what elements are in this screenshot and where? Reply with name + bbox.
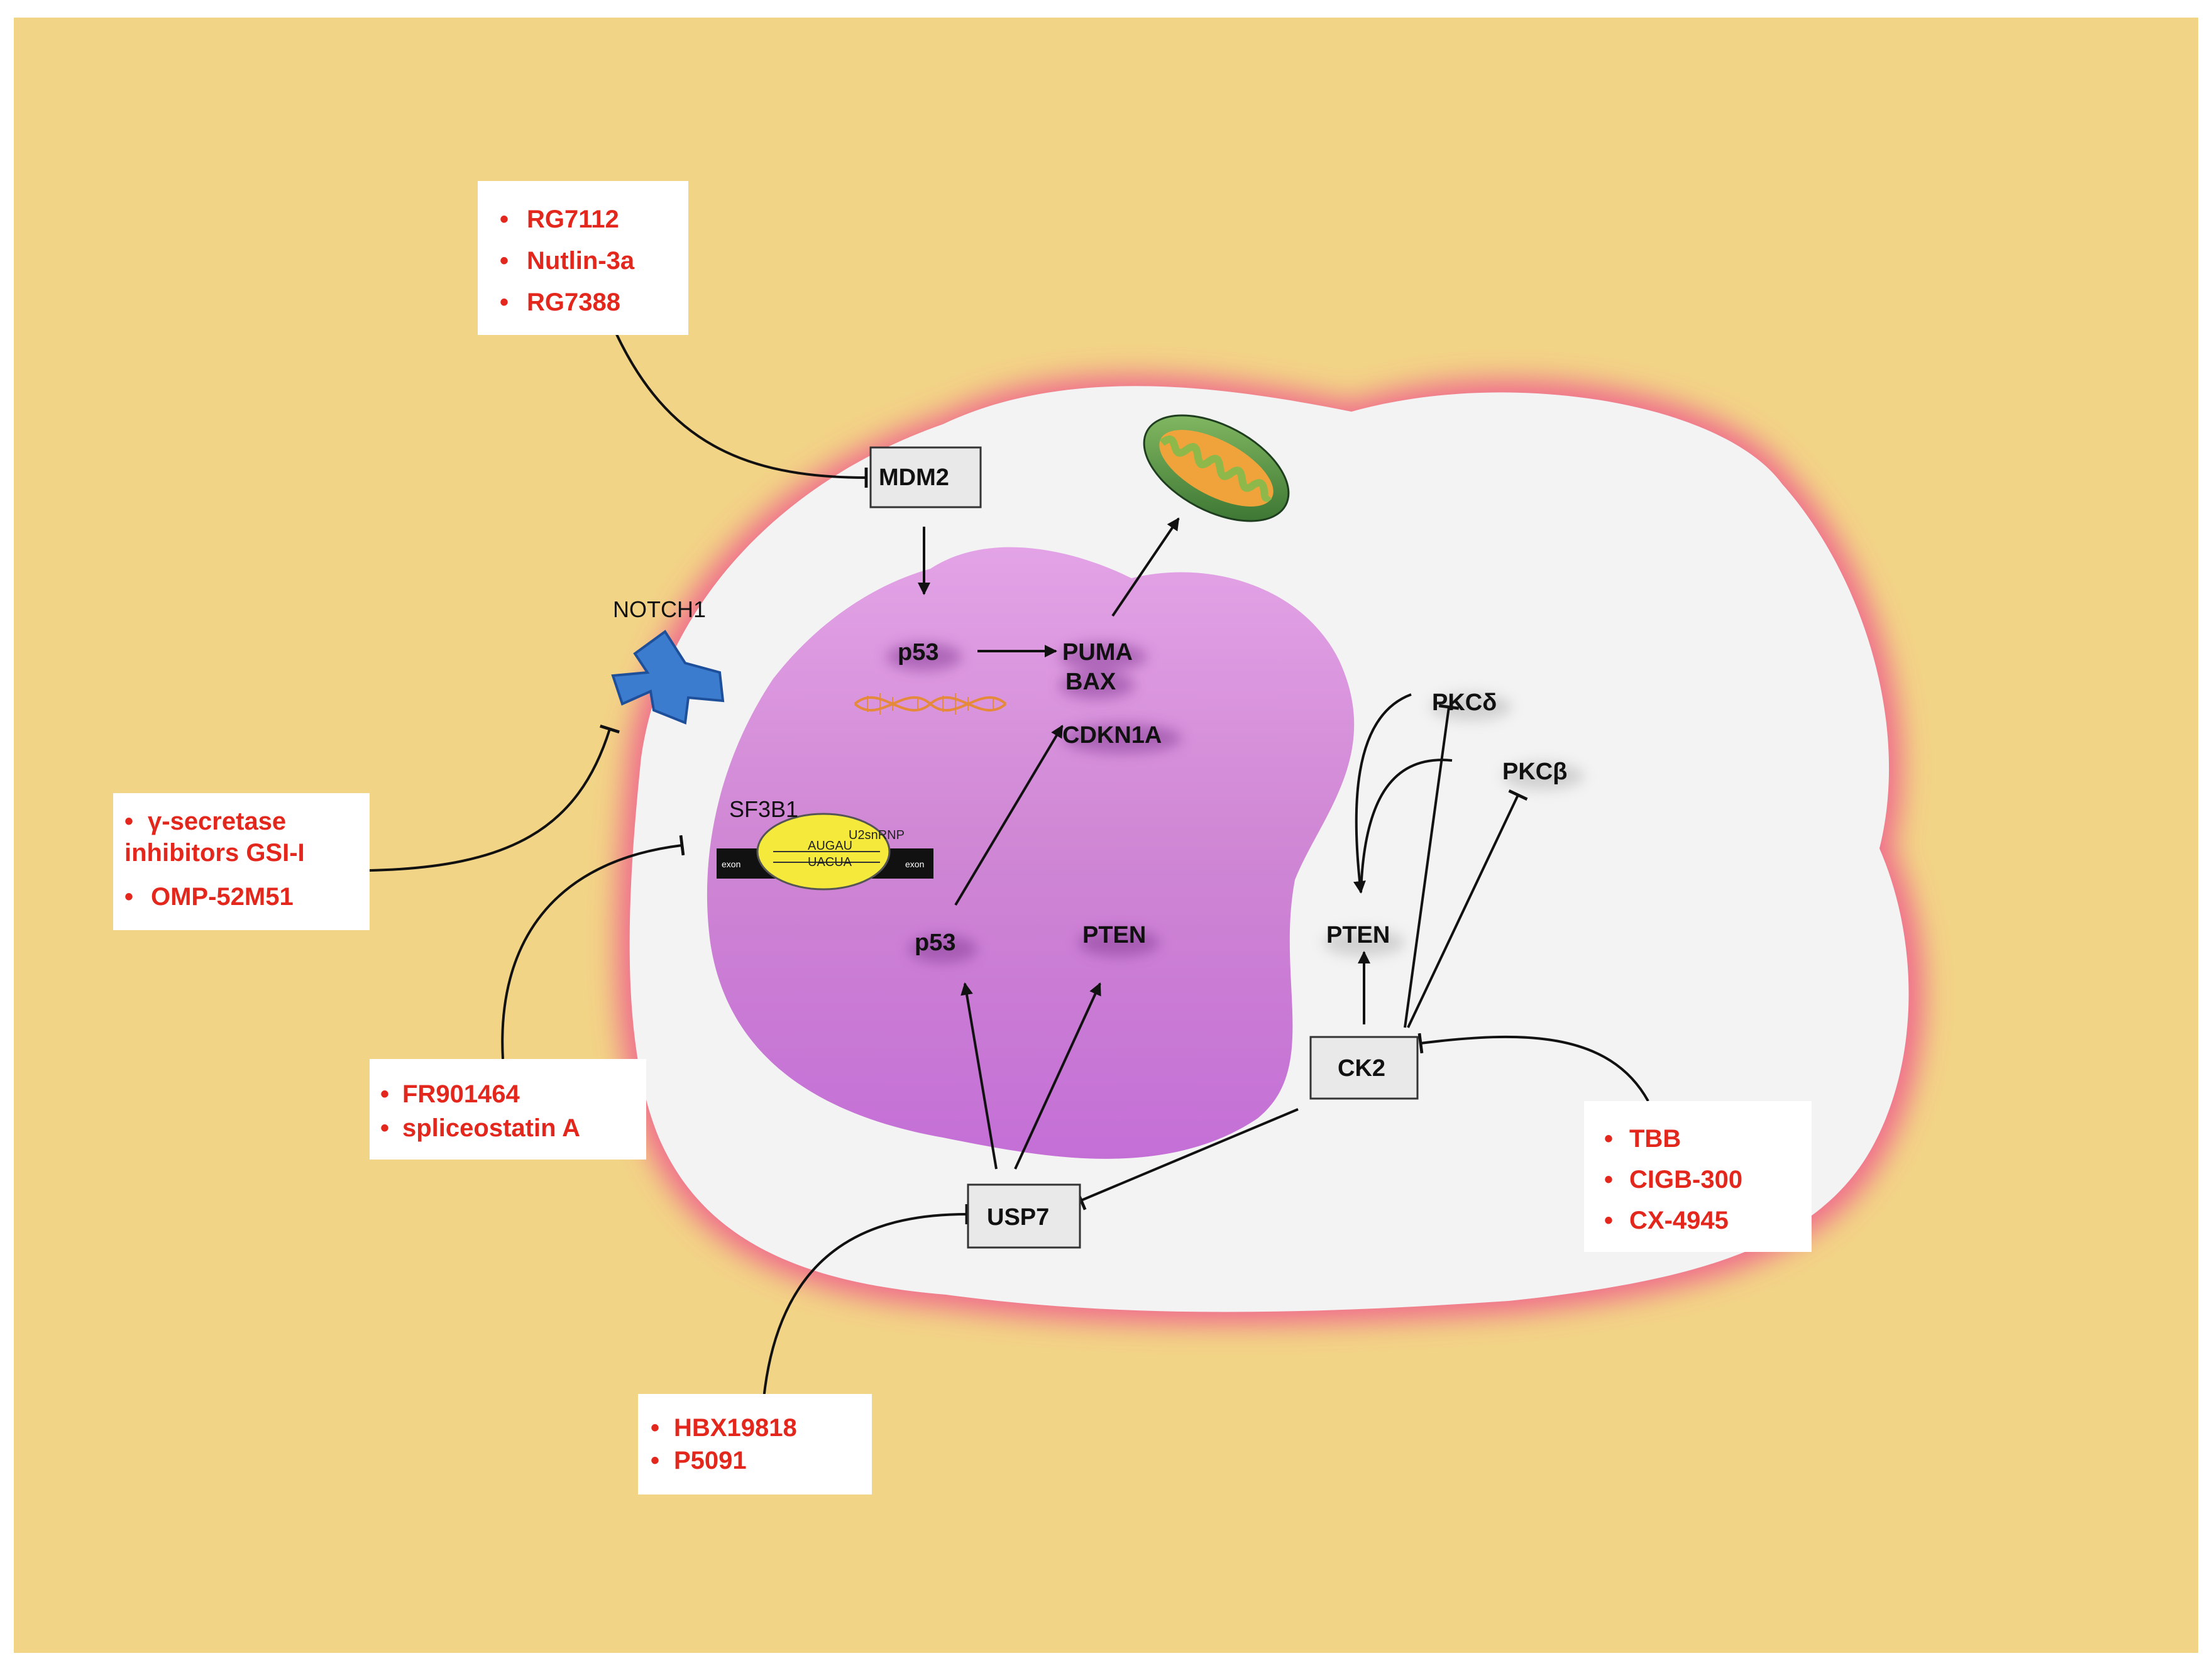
drug-gamma-secretase: γ-secretase: [148, 808, 286, 835]
drug-omp-52m51: OMP-52M51: [151, 883, 294, 911]
usp7-inhibitor-box: • HBX19818 • P5091: [638, 1394, 872, 1495]
bullet: •: [500, 206, 509, 233]
sf3b1-label: SF3B1: [729, 796, 798, 822]
pkc-delta-label: PKCδ: [1432, 689, 1497, 716]
sf3b1-inhibitor-box: • FR901464 • spliceostatin A: [370, 1059, 646, 1160]
u2snrnp-label: U2snRNP: [849, 828, 905, 842]
bullet: •: [380, 1114, 389, 1142]
edge-ck2-pkcd: [1404, 704, 1460, 1028]
drug-fr901464: FR901464: [402, 1080, 520, 1108]
mitochondrion-icon: [1143, 414, 1290, 522]
edge-p53-cdkn1a: [954, 725, 1064, 906]
drug-p5091: P5091: [674, 1447, 747, 1474]
p53-bottom-label: p53: [915, 930, 955, 956]
mdm2-inhibitor-box: • RG7112 • Nutlin-3a • RG7388: [478, 181, 688, 335]
uacua-label: UACUA: [808, 855, 852, 869]
drug-nutlin-3a: Nutlin-3a: [527, 247, 635, 275]
edge-drug-ck2: [1417, 1033, 1649, 1102]
exon-right-label: exon: [905, 859, 924, 869]
edge-ck2-usp7: [1076, 1108, 1299, 1210]
exon-left-label: exon: [722, 859, 740, 869]
drug-inhibitors-gsi-i: inhibitors GSI-I: [124, 839, 305, 867]
drug-rg7112: RG7112: [527, 206, 619, 233]
ck2-node: CK2: [1309, 1036, 1419, 1100]
edge-ck2-pkcb: [1407, 789, 1528, 1028]
bullet: •: [124, 883, 133, 911]
bax-label: BAX: [1065, 669, 1116, 695]
cdkn1a-label: CDKN1A: [1062, 722, 1162, 749]
notch-receptor-icon: [611, 630, 725, 725]
drug-cigb-300: CIGB-300: [1629, 1166, 1742, 1193]
bullet: •: [500, 247, 509, 275]
dna-helix-icon: [854, 693, 1007, 715]
spliceosome-icon: U2snRNP AUGAU UACUA exon exon: [717, 813, 933, 891]
bullet: •: [1604, 1125, 1613, 1153]
pten-cyto-label: PTEN: [1326, 922, 1390, 948]
mdm2-label: MDM2: [879, 464, 949, 491]
bullet: •: [651, 1414, 659, 1442]
usp7-label: USP7: [987, 1204, 1049, 1231]
bullet: •: [124, 808, 133, 835]
bullet: •: [1604, 1166, 1613, 1193]
edge-usp7-p53: [960, 982, 998, 1170]
puma-label: PUMA: [1062, 639, 1133, 666]
cyto-node-shadows: [1323, 693, 1584, 957]
drug-hbx19818: HBX19818: [674, 1414, 797, 1442]
nucleus: [707, 547, 1355, 1159]
pkc-beta-label: PKCβ: [1502, 759, 1567, 785]
notch-inhibitor-box: • γ-secretase inhibitors GSI-I • OMP-52M…: [113, 793, 370, 930]
edge-pkcb-pten: [1360, 759, 1453, 893]
ck2-label: CK2: [1338, 1055, 1385, 1082]
ck2-inhibitor-box: • TBB • CIGB-300 • CX-4945: [1584, 1101, 1812, 1252]
edge-drug-mdm2: [615, 332, 868, 488]
p53-top-label: p53: [898, 639, 938, 666]
usp7-node: USP7: [967, 1183, 1081, 1249]
drug-rg7388: RG7388: [527, 288, 620, 316]
bullet: •: [500, 288, 509, 316]
drug-spliceostatin-a: spliceostatin A: [402, 1114, 580, 1142]
bullet: •: [651, 1447, 659, 1474]
bullet: •: [380, 1080, 389, 1108]
pten-nucleus-label: PTEN: [1082, 922, 1146, 948]
edge-drug-sf3b1: [501, 835, 685, 1060]
drug-tbb: TBB: [1629, 1125, 1681, 1153]
drug-cx-4945: CX-4945: [1629, 1207, 1729, 1234]
node-shadows: [886, 643, 1182, 963]
edge-pkcd-pten: [1353, 693, 1412, 894]
edge-drug-usp7: [762, 1204, 969, 1399]
edge-drug-notch: [369, 724, 620, 872]
mdm2-node: MDM2: [869, 446, 982, 508]
bullet: •: [1604, 1207, 1613, 1234]
edge-puma-mito: [1111, 517, 1180, 617]
augau-label: AUGAU: [808, 839, 852, 853]
edge-usp7-pten: [1014, 982, 1101, 1170]
notch1-label: NOTCH1: [613, 596, 706, 622]
pathway-edges: [369, 332, 1649, 1399]
